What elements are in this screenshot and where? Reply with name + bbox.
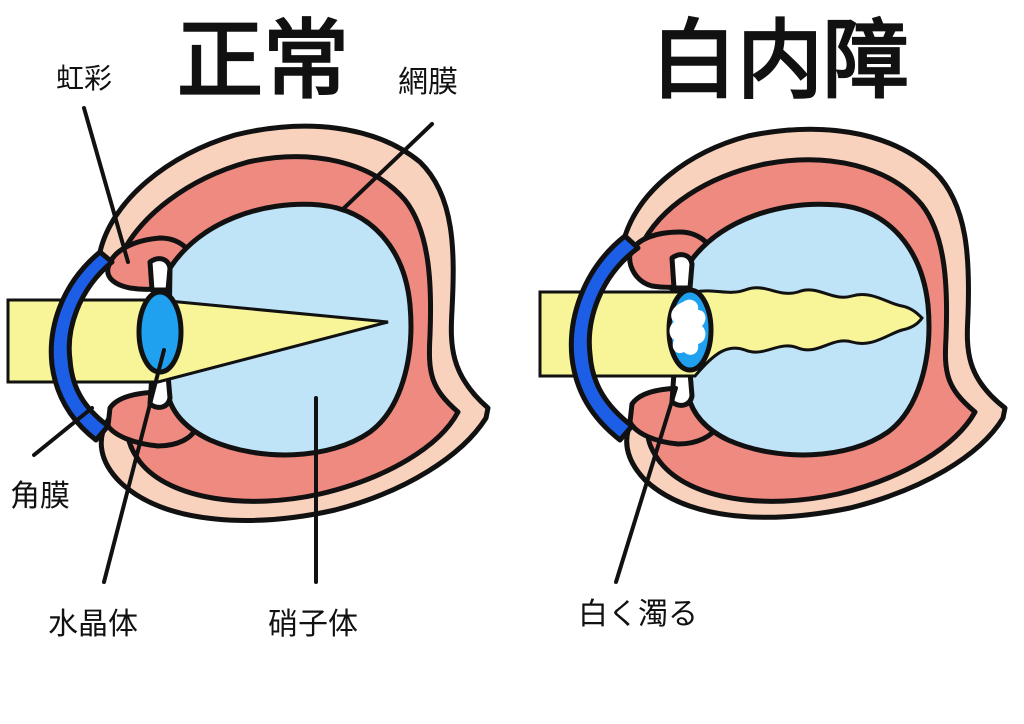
label-vitreous: 硝子体 [268,607,358,642]
label-cloudy: 白く濁る [578,597,698,632]
zonule-upper [669,252,695,291]
scattered-light-beam [538,286,924,378]
label-lens: 水晶体 [48,607,138,642]
title-cataract: 白内障 [651,11,909,111]
label-cornea: 角膜 [10,479,70,514]
title-normal: 正常 [177,11,349,111]
cornea [48,249,115,443]
cataract-eye [538,126,1008,520]
cloudy-lens-opacity [669,299,706,355]
light-beam [6,298,389,384]
normal-eye [6,123,491,523]
zonule-upper [147,256,173,293]
label-iris: 虹彩 [56,62,112,95]
label-retina: 網膜 [398,65,458,100]
leader-lines [32,106,678,584]
cornea [568,233,641,443]
